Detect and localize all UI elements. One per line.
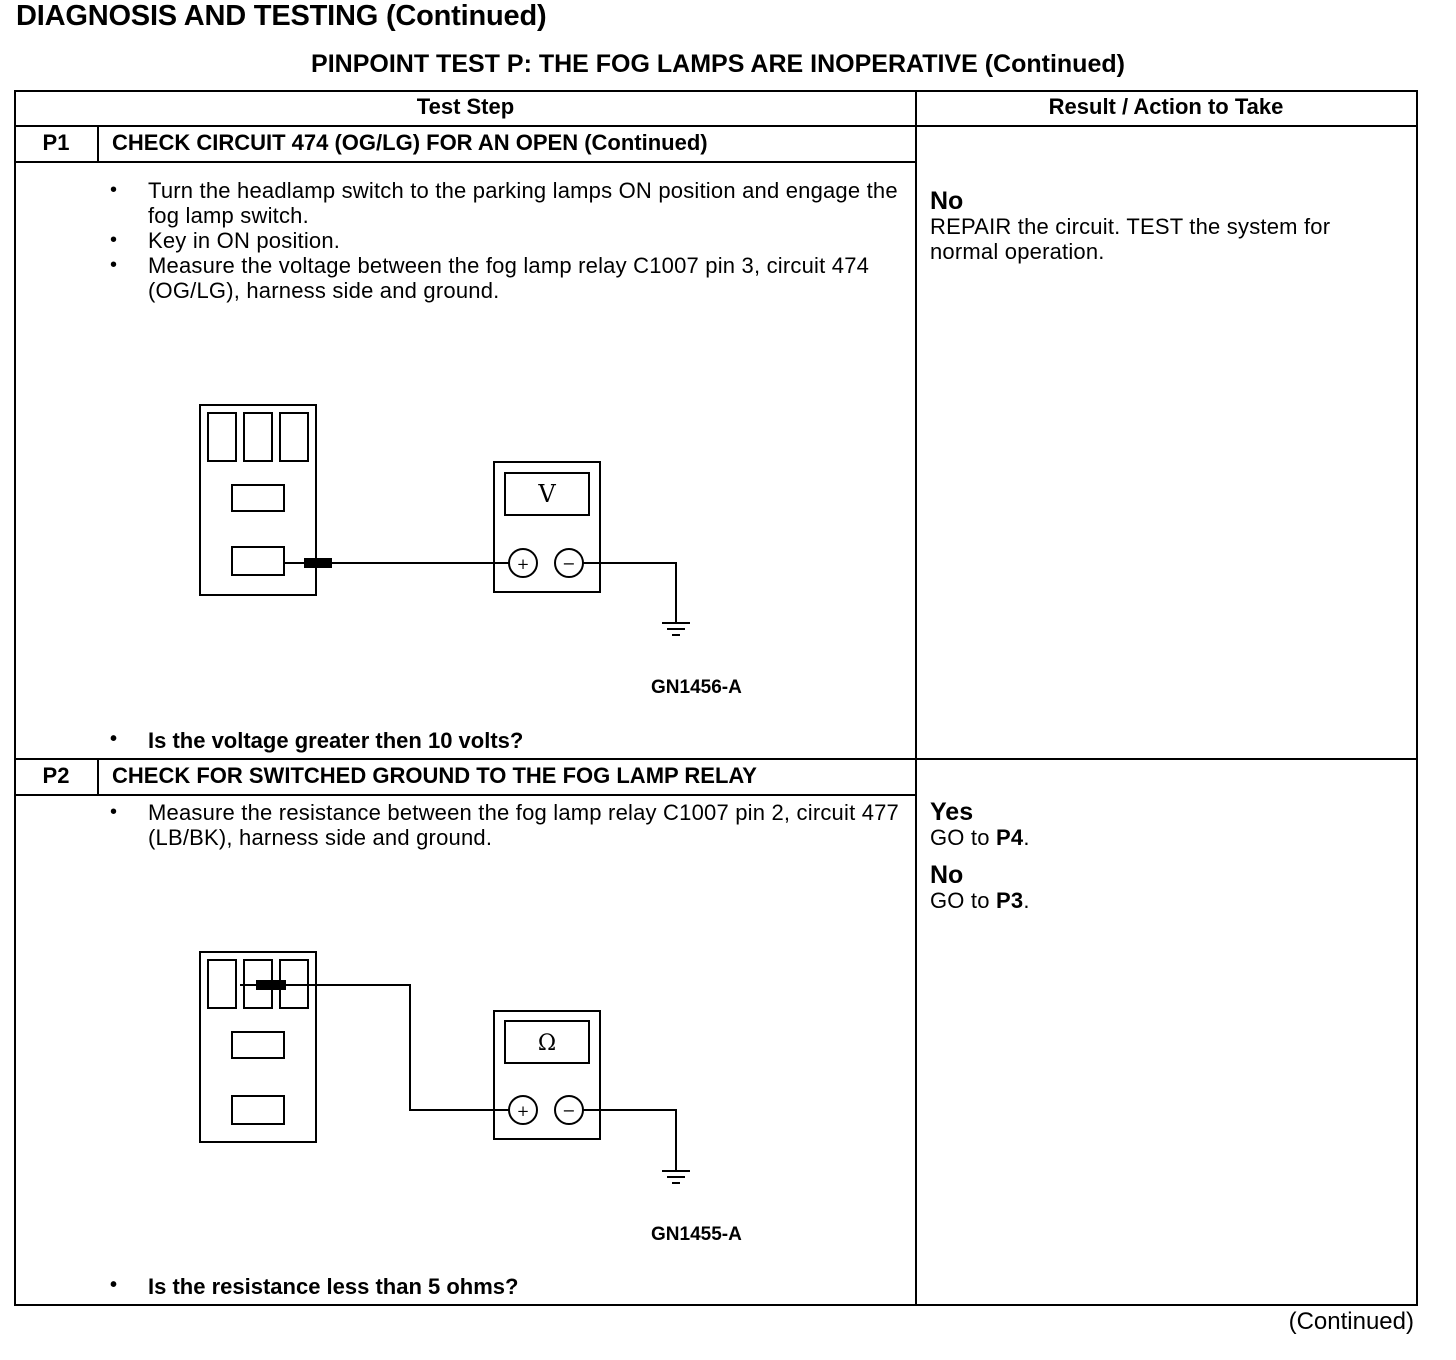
p2-result-yes: Yes GO to P4. [930, 799, 1400, 850]
p2-yes-period: . [1023, 825, 1030, 850]
p2-positive-lead [240, 984, 509, 1111]
p2-instruction-1: Measure the resistance between the fog l… [106, 800, 906, 850]
p1-probe-tip [304, 558, 332, 568]
p2-instructions: Measure the resistance between the fog l… [106, 800, 906, 850]
col-header-result: Result / Action to Take [1048, 94, 1284, 119]
p2-yes-action: GO to [930, 825, 996, 850]
pinpoint-test-title: PINPOINT TEST P: THE FOG LAMPS ARE INOPE… [311, 50, 1125, 78]
p2-id-divider [97, 758, 99, 795]
p2-no-action: GO to [930, 888, 996, 913]
p2-figure-id: GN1455-A [651, 1224, 742, 1245]
step-separator [14, 758, 1418, 760]
p1-result-no-label: No [930, 187, 964, 215]
p2-meter-body [493, 1010, 601, 1140]
p2-relay-pin-d [231, 1031, 285, 1059]
step-id-p1: P1 [42, 130, 70, 155]
p1-meter-symbol: V [537, 480, 556, 508]
p1-result-no: No REPAIR the circuit. TEST the system f… [930, 188, 1400, 264]
table-bottom-border [14, 1304, 1418, 1306]
p2-title-divider [14, 794, 917, 796]
header-row-divider [14, 125, 1418, 127]
p2-result-no-label: No [930, 861, 964, 889]
p2-relay-pin-e [231, 1095, 285, 1125]
p2-no-period: . [1023, 888, 1030, 913]
p1-relay-pin-b [243, 412, 273, 462]
step-title-p1: CHECK CIRCUIT 474 (OG/LG) FOR AN OPEN (C… [112, 130, 708, 155]
p1-instruction-2: Key in ON position. [106, 228, 906, 253]
p2-result-yes-label: Yes [930, 798, 974, 826]
p1-ground-lead [583, 562, 677, 622]
p1-id-divider [97, 125, 99, 162]
column-divider [915, 90, 917, 1306]
p1-relay-pin-a [207, 412, 237, 462]
p2-relay-connector [199, 951, 317, 1143]
p2-yes-target: P4 [996, 825, 1024, 850]
table-top-border [14, 90, 1418, 92]
p1-plus-label: + [517, 555, 530, 573]
p2-plus-label: + [517, 1102, 530, 1120]
p2-meter-symbol: Ω [538, 1031, 556, 1056]
p1-relay-connector [199, 404, 317, 596]
continued-note: (Continued) [1288, 1308, 1414, 1335]
table-right-border [1416, 90, 1418, 1306]
page-title: DIAGNOSIS AND TESTING (Continued) [16, 0, 547, 32]
p1-relay-pin-c [279, 412, 309, 462]
p1-relay-pin-3 [231, 546, 285, 576]
p2-result-no: No GO to P3. [930, 862, 1400, 913]
p1-minus-label: − [562, 554, 575, 573]
step-id-p2: P2 [42, 763, 70, 788]
p2-relay-pin-a [207, 959, 237, 1009]
step-title-p2: CHECK FOR SWITCHED GROUND TO THE FOG LAM… [112, 763, 757, 788]
table-left-border [14, 90, 16, 1306]
p2-probe-tip [256, 980, 286, 990]
p2-no-target: P3 [996, 888, 1024, 913]
p1-instruction-1: Turn the headlamp switch to the parking … [106, 178, 906, 228]
p1-results: No REPAIR the circuit. TEST the system f… [930, 188, 1400, 276]
p2-minus-label: − [562, 1101, 575, 1120]
p2-results: Yes GO to P4. No GO to P3. [930, 799, 1400, 925]
p1-question: Is the voltage greater then 10 volts? [106, 728, 523, 754]
p1-instruction-3: Measure the voltage between the fog lamp… [106, 253, 906, 303]
p1-title-divider [14, 161, 917, 163]
p1-figure-id: GN1456-A [651, 677, 742, 698]
p2-ground-lead [583, 1109, 677, 1170]
p1-instructions: Turn the headlamp switch to the parking … [106, 178, 906, 303]
p1-meter-display [504, 472, 590, 516]
p2-result-no-text: GO to P3. [930, 888, 1400, 913]
p1-meter-body [493, 461, 601, 593]
p2-question: Is the resistance less than 5 ohms? [106, 1274, 518, 1300]
p2-result-yes-text: GO to P4. [930, 825, 1400, 850]
p1-result-no-text: REPAIR the circuit. TEST the system for … [930, 214, 1331, 264]
col-header-test-step: Test Step [416, 94, 515, 119]
p2-meter-display [504, 1020, 590, 1064]
p1-relay-pin-d [231, 484, 285, 512]
